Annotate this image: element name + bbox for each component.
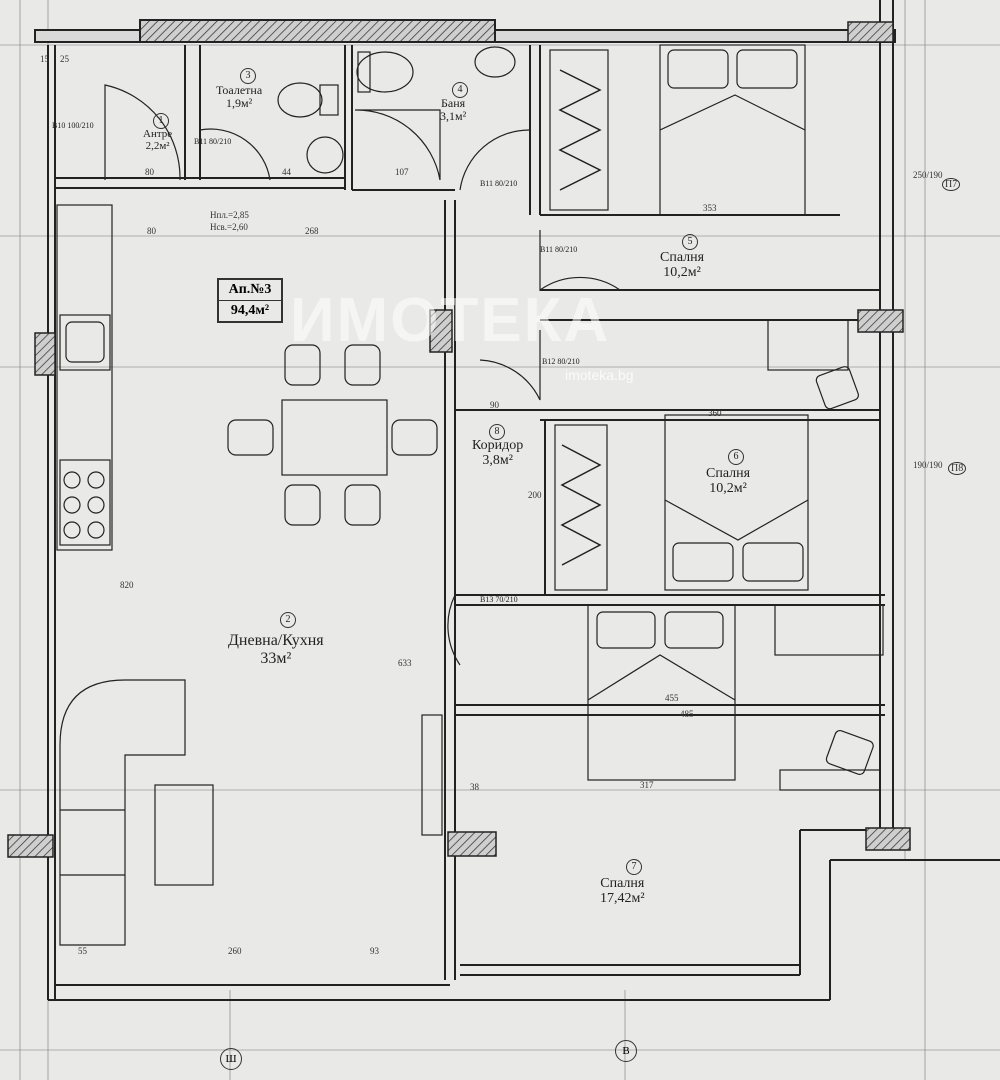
floor-height: Hпл.=2,85 xyxy=(210,210,249,220)
room-number-bed7: 7 xyxy=(626,859,642,875)
dimension-text: 633 xyxy=(398,658,412,668)
room-number-antre: 1 xyxy=(153,113,169,129)
room-number-living: 2 xyxy=(280,612,296,628)
door-size: 80/210 xyxy=(555,245,578,254)
room-label-bed7: Спалня 17,42м² xyxy=(600,876,645,907)
room-name: Спалня xyxy=(706,466,751,481)
columns xyxy=(7,21,911,858)
room-label-bed6: Спалня 10,2м² xyxy=(706,466,750,497)
room-number-toilet: 3 xyxy=(240,68,256,84)
room-area: 2,2м² xyxy=(145,140,170,153)
door-size: 80/210 xyxy=(209,137,232,146)
watermark-logo: ИМОТЕКА xyxy=(290,286,611,355)
dimension-text: 485 xyxy=(680,709,694,719)
room-label-bath: Баня 3,1м² xyxy=(440,96,467,124)
dimension-text: 360 xyxy=(708,408,722,418)
dimension-text: 107 xyxy=(395,167,409,177)
door-tag-b11-bath: B11 80/210 xyxy=(480,180,517,188)
room-label-bed5: Спалня 10,2м² xyxy=(660,250,704,281)
room-name: Спалня xyxy=(660,250,705,265)
dimension-text: 55 xyxy=(78,946,87,956)
dimension-text: 200 xyxy=(528,490,542,500)
room-label-toilet: Тоалетна 1,9м² xyxy=(216,83,263,111)
room-name: Коридор xyxy=(472,438,524,453)
dimension-text: 80 xyxy=(147,226,156,236)
dimension-text: 317 xyxy=(640,780,654,790)
apartment-name: Ап.№3 xyxy=(219,280,281,301)
dimension-text: 260 xyxy=(228,946,242,956)
room-label-corridor: Коридор 3,8м² xyxy=(472,438,523,469)
door-tag-b13: B13 70/210 xyxy=(480,596,518,604)
walls xyxy=(34,0,1000,1001)
door-code: B13 xyxy=(480,595,494,604)
door-tag-b11-bed5: B11 80/210 xyxy=(540,246,577,254)
dimension-text: 250/190 xyxy=(913,170,943,180)
watermark-site: imoteka.bg xyxy=(565,367,634,383)
room-name: Тоалетна xyxy=(216,83,263,97)
room-name: Антре xyxy=(143,128,173,140)
fixtures xyxy=(56,44,884,946)
door-code: B11 xyxy=(194,137,208,146)
dimension-text: 190/190 xyxy=(913,460,943,470)
room-number-bed6: 6 xyxy=(728,449,744,465)
room-area: 33м² xyxy=(260,649,292,667)
room-area: 1,9м² xyxy=(225,96,253,111)
dimension-text: 455 xyxy=(665,693,679,703)
room-area: 10,2м² xyxy=(709,481,747,497)
dimension-text: 80 xyxy=(145,167,154,177)
door-code: B11 xyxy=(480,179,494,188)
room-name: Дневна/Кухня xyxy=(228,632,324,649)
door-size: 80/210 xyxy=(557,357,580,366)
room-name: Баня xyxy=(441,96,466,110)
dimension-text: 38 xyxy=(470,782,479,792)
door-code: B11 xyxy=(540,245,554,254)
dimension-text: 15 xyxy=(40,54,49,64)
room-name: Спалня xyxy=(600,876,645,891)
dimension-text: 90 xyxy=(490,400,499,410)
window-code-p8: П8 xyxy=(948,462,967,475)
axis-marker: В xyxy=(615,1040,637,1062)
door-size: 80/210 xyxy=(495,179,518,188)
room-area: 3,1м² xyxy=(440,109,467,124)
dimension-text: 353 xyxy=(703,203,717,213)
door-code: B10 xyxy=(52,121,66,130)
dimension-text: 820 xyxy=(120,580,134,590)
door-size: 100/210 xyxy=(67,121,94,130)
door-tag-b12: B12 80/210 xyxy=(542,358,580,366)
room-number-bed5: 5 xyxy=(682,234,698,250)
room-number-bath: 4 xyxy=(452,82,468,98)
room-area: 3,8м² xyxy=(482,453,513,469)
door-tag-b10: B10 100/210 xyxy=(52,122,94,130)
clear-height: Hсв.=2,60 xyxy=(210,222,248,232)
door-size: 70/210 xyxy=(495,595,518,604)
axis-marker: Ш xyxy=(220,1048,242,1070)
apartment-tag: Ап.№3 94,4м² xyxy=(217,278,283,323)
room-label-antre: Антре 2,2м² xyxy=(143,128,172,152)
door-swings xyxy=(104,84,621,666)
window-code-p7: П7 xyxy=(942,178,961,191)
room-label-living: Дневна/Кухня 33м² xyxy=(228,632,324,667)
room-area: 17,42м² xyxy=(600,891,645,907)
door-code: B12 xyxy=(542,357,556,366)
dimension-text: 268 xyxy=(305,226,319,236)
dimension-text: 44 xyxy=(282,167,291,177)
room-number-corridor: 8 xyxy=(489,424,505,440)
dimension-text: 25 xyxy=(60,54,69,64)
dimension-text: 93 xyxy=(370,946,379,956)
room-area: 10,2м² xyxy=(663,265,701,281)
apartment-area: 94,4м² xyxy=(230,303,270,318)
door-tag-b11-toilet: B11 80/210 xyxy=(194,138,231,146)
